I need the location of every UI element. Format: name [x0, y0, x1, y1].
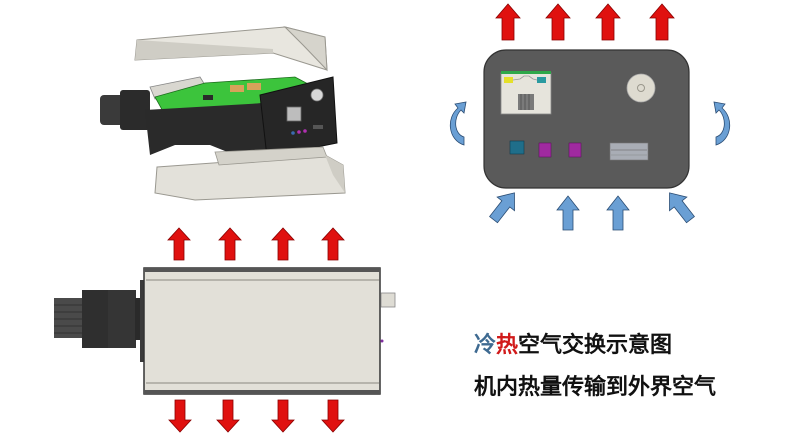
hot-air-arrow-up-icon — [495, 3, 521, 41]
hot-air-arrow-up-icon — [649, 3, 675, 41]
hot-air-arrow-up-icon — [218, 227, 242, 261]
camera-lens — [54, 280, 146, 362]
rj45-port-icon — [500, 71, 552, 115]
curved-airflow-arrow-right-icon — [713, 101, 730, 146]
camera-internal-body — [100, 76, 338, 158]
hot-air-arrow-up-icon — [595, 3, 621, 41]
magenta-jack-icon — [538, 142, 552, 158]
cool-air-arrow-in-icon — [484, 185, 524, 227]
hot-air-arrow-up-icon — [167, 227, 191, 261]
caption-title-rest: 空气交换示意图 — [518, 333, 673, 358]
bottom-cover — [154, 146, 346, 201]
exploded-camera-view — [95, 15, 365, 210]
top-cover — [134, 26, 328, 72]
terminal-block-icon — [609, 142, 649, 161]
cool-air-arrow-in-icon — [556, 195, 580, 231]
magenta-jack-icon — [568, 142, 582, 158]
caption-subtitle: 机内热量传输到外界空气 — [474, 375, 717, 400]
hot-air-arrow-down-icon — [321, 399, 345, 433]
caption-title: 冷热空气交换示意图 — [474, 327, 672, 359]
hot-air-arrow-down-icon — [271, 399, 295, 433]
camera-housing — [143, 267, 396, 395]
hot-air-arrow-up-icon — [545, 3, 571, 41]
blue-jack-icon — [509, 140, 525, 155]
caption-cold-char: 冷 — [474, 333, 497, 358]
cool-air-arrow-in-icon — [660, 185, 700, 227]
hot-air-arrow-up-icon — [271, 227, 295, 261]
bnc-connector-icon — [626, 73, 656, 103]
rear-panel — [483, 49, 690, 189]
camera-side-view — [40, 220, 420, 447]
caption-hot-char: 热 — [496, 333, 519, 358]
hot-air-arrow-down-icon — [216, 399, 240, 433]
hot-air-arrow-down-icon — [168, 399, 192, 433]
curved-airflow-arrow-left-icon — [450, 101, 467, 146]
rear-panel-diagram — [440, 0, 740, 240]
hot-air-arrow-up-icon — [321, 227, 345, 261]
cool-air-arrow-in-icon — [606, 195, 630, 231]
